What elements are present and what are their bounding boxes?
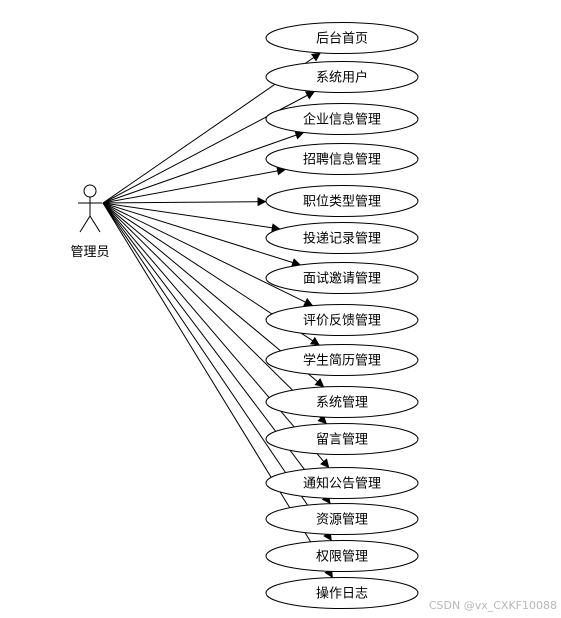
use-case-label: 系统用户 xyxy=(316,70,368,86)
use-case: 招聘信息管理 xyxy=(265,143,419,175)
use-case-ellipse xyxy=(265,222,419,254)
use-case-label: 投递记录管理 xyxy=(303,231,381,247)
use-case-label: 职位类型管理 xyxy=(303,195,381,210)
use-case-ellipse xyxy=(265,577,419,609)
use-case-label: 招聘信息管理 xyxy=(303,152,381,168)
use-case: 通知公告管理 xyxy=(265,467,419,499)
use-case: 企业信息管理 xyxy=(265,103,419,135)
use-case-ellipse xyxy=(265,423,419,455)
watermark: CSDN @vx_CXKF10088 xyxy=(428,599,557,612)
association-arrow xyxy=(102,202,281,233)
use-case: 面试邀请管理 xyxy=(265,262,419,294)
use-case-label: 操作日志 xyxy=(316,586,368,602)
association-arrow xyxy=(102,130,305,204)
use-case-label: 企业信息管理 xyxy=(303,112,381,128)
use-case: 评价反馈管理 xyxy=(265,304,419,336)
use-case-ellipse xyxy=(265,262,419,294)
use-case-label: 通知公告管理 xyxy=(303,476,381,492)
use-cases: 后台首页系统用户企业信息管理招聘信息管理职位类型管理投递记录管理面试邀请管理评价… xyxy=(265,22,419,609)
use-case-label: 后台首页 xyxy=(316,32,368,47)
association-arrow xyxy=(102,202,302,267)
actor-head xyxy=(83,184,97,198)
use-case-label: 权限管理 xyxy=(316,549,368,565)
use-case-ellipse xyxy=(265,344,419,376)
use-case-ellipse xyxy=(265,103,419,135)
use-case: 学生简历管理 xyxy=(265,344,419,376)
actor-administrator: 管理员 xyxy=(70,184,110,260)
use-case-label: 面试邀请管理 xyxy=(303,272,381,287)
use-case-label: 评价反馈管理 xyxy=(303,314,381,329)
use-case-label: 留言管理 xyxy=(316,433,368,448)
use-case-ellipse xyxy=(265,22,419,54)
association-arrow xyxy=(102,91,315,204)
use-case: 职位类型管理 xyxy=(265,185,419,217)
use-case-label: 学生简历管理 xyxy=(303,353,381,369)
use-case-ellipse xyxy=(265,540,419,572)
actor-right-leg xyxy=(89,215,101,233)
association-arrow xyxy=(102,202,314,307)
use-case: 留言管理 xyxy=(265,423,419,455)
association-arrow xyxy=(102,202,330,469)
use-case-ellipse xyxy=(265,143,419,175)
use-case: 投递记录管理 xyxy=(265,222,419,254)
use-case: 系统用户 xyxy=(265,61,419,93)
association-arrow xyxy=(102,197,267,207)
use-case: 后台首页 xyxy=(265,22,419,54)
use-case: 资源管理 xyxy=(265,503,419,535)
association-arrow xyxy=(102,166,287,204)
actor-left-leg xyxy=(79,215,91,233)
use-case-ellipse xyxy=(265,386,419,418)
use-case: 操作日志 xyxy=(265,577,419,609)
use-case-label: 资源管理 xyxy=(316,513,368,528)
use-case-ellipse xyxy=(265,185,419,217)
use-case-label: 系统管理 xyxy=(316,396,368,411)
use-case-ellipse xyxy=(265,467,419,499)
use-case: 系统管理 xyxy=(265,386,419,418)
association-arrow xyxy=(102,202,327,425)
association-arrow xyxy=(102,202,331,505)
actor-label: 管理员 xyxy=(70,245,109,260)
use-case: 权限管理 xyxy=(265,540,419,572)
use-case-ellipse xyxy=(265,503,419,535)
use-case-ellipse xyxy=(265,61,419,93)
use-case-ellipse xyxy=(265,304,419,336)
